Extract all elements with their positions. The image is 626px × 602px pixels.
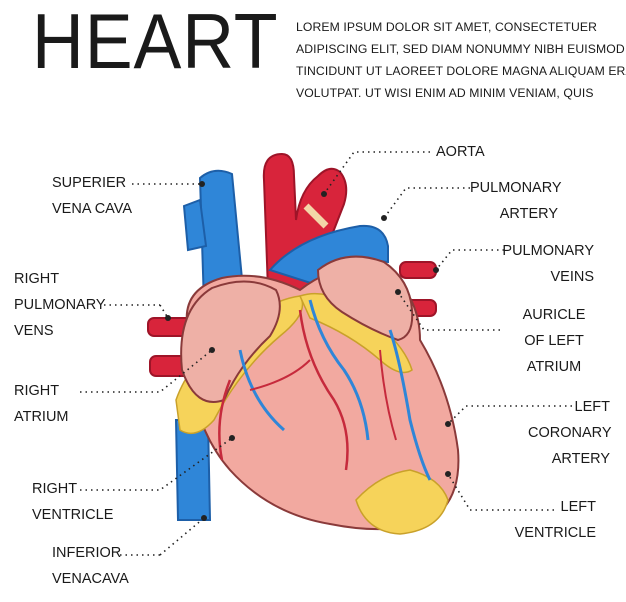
label-right-atrium: RIGHT ATRIUM	[14, 378, 69, 430]
label-line: VEINS	[550, 269, 594, 285]
leader-aorta	[323, 151, 430, 195]
label-line: RIGHT	[14, 271, 60, 287]
intro-line: ADIPISCING ELIT, SED DIAM NONUMMY NIBH E…	[296, 42, 625, 56]
label-pulmonary-veins: PULMONARY VEINS	[500, 238, 594, 290]
label-inferior-vena-cava: INFERIOR VENACAVA	[52, 540, 129, 592]
label-line: ARTERY	[499, 206, 558, 222]
label-line: INFERIOR	[52, 545, 122, 561]
label-pulmonary-artery: PULMONARY ARTERY	[470, 175, 562, 227]
label-left-ventricle: LEFT VENTRICLE	[514, 494, 596, 546]
label-aorta: AORTA	[436, 139, 485, 165]
label-line: VENTRICLE	[32, 507, 114, 523]
label-line: LEFT	[560, 499, 596, 515]
intro-line: VOLUTPAT. UT WISI ENIM AD MINIM VENIAM, …	[296, 86, 594, 100]
label-line: OF LEFT	[524, 333, 584, 349]
intro-line: TINCIDUNT UT LAOREET DOLORE MAGNA ALIQUA…	[296, 64, 626, 78]
coronary-artery-2	[218, 379, 232, 461]
leader-left-coronary-artery	[447, 405, 572, 425]
label-line: VENA CAVA	[52, 201, 133, 217]
label-line: VENTRICLE	[514, 525, 596, 541]
leader-pulmonary-veins	[435, 249, 504, 271]
left-auricle	[316, 255, 414, 342]
label-line: ATRIUM	[526, 359, 582, 375]
label-right-pulmonary-veins: RIGHT PULMONARY VENS	[14, 266, 106, 344]
coronary-artery-1	[298, 309, 349, 471]
leader-left-ventricle	[447, 473, 554, 511]
label-line: CORONARY	[528, 425, 612, 441]
leader-dots	[165, 181, 451, 521]
coronary-vein-1	[308, 299, 370, 441]
coronary-artery-3	[249, 359, 311, 391]
label-line: PULMONARY	[14, 297, 106, 313]
svc-branch	[182, 198, 208, 252]
label-line: ARTERY	[551, 451, 610, 467]
label-line: RIGHT	[32, 481, 78, 497]
label-line: VENS	[14, 323, 54, 339]
inferior-vena-cava-vessel	[174, 419, 212, 521]
coronary-vein-3	[238, 349, 285, 432]
label-line: LEFT	[574, 399, 610, 415]
label-line: PULMONARY	[470, 180, 562, 196]
coronary-vein-2	[388, 329, 432, 481]
right-auricle	[180, 280, 281, 403]
leader-pulmonary-artery	[383, 187, 470, 219]
label-line: RIGHT	[14, 383, 60, 399]
label-line: SUPERIER	[52, 175, 127, 191]
page-title: HEART	[32, 0, 279, 85]
label-left-coronary-artery: LEFT CORONARY ARTERY	[528, 394, 612, 472]
fat-deposit-bottom	[355, 469, 449, 535]
intro-text: LOREM IPSUM DOLOR SIT AMET, CONSECTETUER…	[296, 16, 626, 104]
leader-lines	[80, 151, 572, 556]
left-pulmonary-vein-upper	[399, 261, 437, 279]
label-line: ATRIUM	[14, 409, 69, 425]
label-line: AORTA	[436, 144, 485, 160]
aorta-ligament	[303, 203, 329, 229]
label-right-ventricle: RIGHT VENTRICLE	[32, 476, 113, 528]
label-line: VENACAVA	[52, 571, 129, 587]
label-superior-vena-cava: SUPERIER VENA CAVA	[52, 170, 132, 222]
coronary-artery-4	[379, 349, 397, 441]
intro-line: LOREM IPSUM DOLOR SIT AMET, CONSECTETUER	[296, 20, 598, 34]
label-line: AURICLE	[522, 307, 586, 323]
label-line: PULMONARY	[502, 243, 594, 259]
label-auricle-left-atrium: AURICLE OF LEFT ATRIUM	[514, 302, 594, 380]
leader-inferior-vena-cava-2	[159, 517, 205, 556]
